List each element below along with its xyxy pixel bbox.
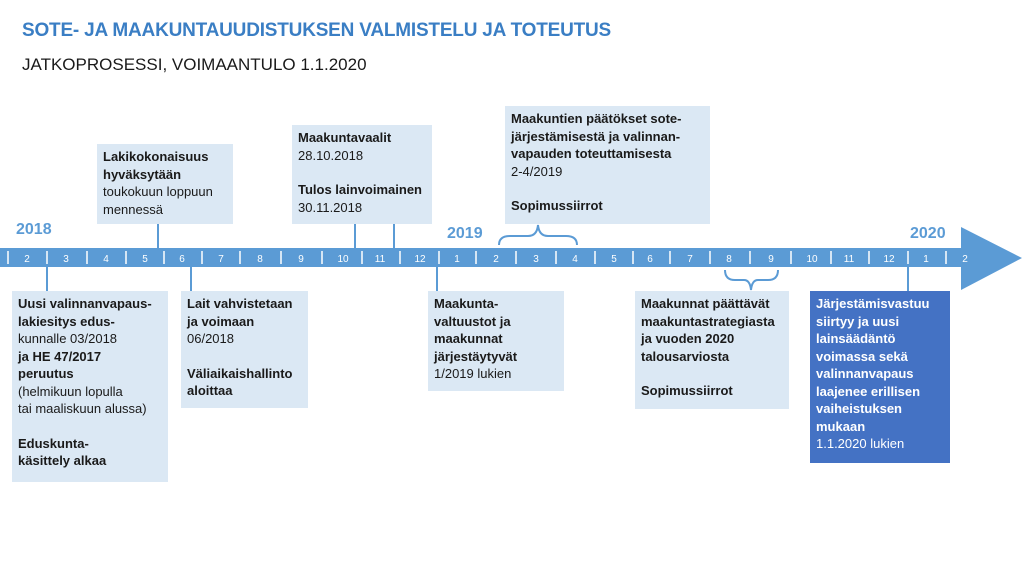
box-text-line: Maakuntavaalit bbox=[298, 130, 392, 145]
box-text-line: laajenee erillisen bbox=[816, 383, 921, 399]
box-text-line: Järjestämisvastuu bbox=[816, 296, 930, 311]
box-valinnanvapaus: Uusi valinnanvapaus-lakiesitys edus-kunn… bbox=[12, 291, 168, 482]
box-text-line: Eduskunta- bbox=[18, 435, 89, 451]
box-text-line: Lakikokonaisuus bbox=[103, 149, 209, 164]
month-tick-label: 3 bbox=[63, 254, 69, 265]
month-tick-label: 6 bbox=[179, 254, 185, 265]
box-text-line: valinnanvapaus bbox=[816, 366, 914, 381]
box-text-line bbox=[18, 418, 162, 435]
page-subtitle: JATKOPROSESSI, VOIMAANTULO 1.1.2020 bbox=[22, 55, 367, 74]
month-tick-label: 4 bbox=[572, 254, 578, 265]
year-label-2019: 2019 bbox=[447, 225, 483, 242]
box-text-line: mennessä bbox=[103, 201, 163, 217]
year-label-2020: 2020 bbox=[910, 225, 946, 242]
month-tick-label: 1 bbox=[923, 254, 929, 265]
box-text-line: Uusi valinnanvapaus- bbox=[18, 296, 152, 311]
box-text-line: Maakuntien päätökset sote- bbox=[511, 111, 682, 126]
box-text-line: lakiesitys edus- bbox=[18, 313, 115, 329]
box-text-line: Sopimussiirrot bbox=[641, 383, 733, 398]
month-tick-label: 2 bbox=[493, 254, 499, 265]
box-text-line: kunnalle 03/2018 bbox=[18, 331, 118, 346]
box-text-line: 28.10.2018 bbox=[298, 147, 364, 163]
box-text-line: vapauden toteuttamisesta bbox=[511, 146, 672, 161]
box-text-line: Väliaikaishallinto bbox=[187, 365, 293, 381]
month-tick-label: 5 bbox=[611, 254, 617, 265]
box-strategiat: Maakunnat päättävät maakuntastrategiasta j… bbox=[635, 291, 789, 409]
brace-2019 bbox=[498, 224, 578, 246]
box-text-line: Maakunta- bbox=[434, 296, 499, 311]
month-tick-label: 4 bbox=[103, 254, 109, 265]
box-text-line: toukokuun loppuun bbox=[103, 184, 213, 199]
month-tick-label: 7 bbox=[218, 254, 224, 265]
box-text-line: Maakunnat päättävät bbox=[641, 296, 770, 311]
box-text-line: ja voimaan bbox=[187, 313, 255, 329]
box-text-line: 1.1.2020 lukien bbox=[816, 436, 905, 451]
month-tick-label: 12 bbox=[414, 254, 426, 265]
month-tick-label: 9 bbox=[298, 254, 304, 265]
timeline-arrowhead bbox=[961, 227, 1022, 290]
page-title: SOTE- JA MAAKUNTAUUDISTUKSEN VALMISTELU … bbox=[22, 20, 612, 41]
box-text-line: 1/2019 lukien bbox=[434, 366, 512, 381]
month-tick-label: 2 bbox=[24, 254, 30, 265]
box-text-line: Tulos lainvoimainen bbox=[298, 182, 423, 197]
month-tick-label: 5 bbox=[142, 254, 148, 265]
box-text-line: järjestämisestä ja valinnan- bbox=[511, 128, 681, 144]
box-text-line: peruutus bbox=[18, 366, 74, 381]
box-text-line: 06/2018 bbox=[187, 331, 234, 346]
box-text-line: siirtyy ja uusi bbox=[816, 313, 900, 329]
month-tick-label: 8 bbox=[257, 254, 263, 265]
box-text-line: tai maaliskuun alussa) bbox=[18, 401, 147, 416]
box-valtuustot: Maakunta-valtuustot ja maakunnat järjestäy… bbox=[428, 291, 564, 391]
timeline-arrow bbox=[0, 227, 1022, 290]
box-text-line: aloittaa bbox=[187, 383, 233, 398]
month-tick-label: 1 bbox=[454, 254, 460, 265]
box-text-line: 30.11.2018 bbox=[298, 199, 363, 215]
month-tick-label: 9 bbox=[768, 254, 774, 265]
box-text-line: mukaan bbox=[816, 418, 866, 434]
month-tick-label: 10 bbox=[806, 254, 818, 265]
box-text-line: voimassa sekä bbox=[816, 348, 908, 364]
box-text-line: Lait vahvistetaan bbox=[187, 296, 293, 311]
box-text-line: ja vuoden 2020 bbox=[641, 331, 735, 346]
box-text-line: käsittely alkaa bbox=[18, 453, 107, 468]
year-label-2018: 2018 bbox=[16, 221, 52, 238]
box-text-line bbox=[641, 365, 783, 382]
month-tick-label: 11 bbox=[844, 254, 855, 265]
box-text-line: vaiheistuksen bbox=[816, 401, 902, 416]
month-tick-label: 11 bbox=[375, 254, 386, 265]
box-lakikokonaisuus: Lakikokonaisuus hyväksytään toukokuun lopp… bbox=[97, 144, 233, 224]
box-text-line bbox=[511, 180, 704, 197]
box-text-line: 2-4/2019 bbox=[511, 163, 563, 179]
box-text-line: (helmikuun lopulla bbox=[18, 383, 123, 399]
month-tick-label: 3 bbox=[533, 254, 539, 265]
month-tick-label: 7 bbox=[687, 254, 693, 265]
month-tick-label: 12 bbox=[883, 254, 895, 265]
box-text-line: lainsäädäntö bbox=[816, 331, 896, 346]
box-text-line: hyväksytään bbox=[103, 166, 182, 182]
box-text-line: Sopimussiirrot bbox=[511, 198, 603, 213]
box-text-line bbox=[187, 348, 302, 365]
box-text-line: ja HE 47/2017 bbox=[18, 348, 102, 364]
timeline-band bbox=[0, 248, 965, 267]
connector-lines bbox=[46, 224, 909, 291]
box-text-line: järjestäytyvät bbox=[434, 348, 518, 364]
month-tick-label: 8 bbox=[726, 254, 732, 265]
month-tick-label: 6 bbox=[647, 254, 653, 265]
box-text-line: maakunnat bbox=[434, 331, 503, 346]
box-text-line bbox=[298, 164, 426, 181]
box-text-line: valtuustot ja bbox=[434, 313, 511, 329]
brace-2019-autumn bbox=[724, 269, 779, 291]
month-tick-label: 10 bbox=[337, 254, 349, 265]
box-jarjestamisvastuu: Järjestämisvastuu siirtyy ja uusi lainsääd… bbox=[810, 291, 950, 463]
box-paatokset: Maakuntien päätökset sote-järjestämisest… bbox=[505, 106, 710, 224]
box-text-line: talousarviosta bbox=[641, 348, 730, 364]
box-text-line: maakuntastrategiasta bbox=[641, 313, 775, 329]
month-tick-label: 2 bbox=[962, 254, 968, 265]
